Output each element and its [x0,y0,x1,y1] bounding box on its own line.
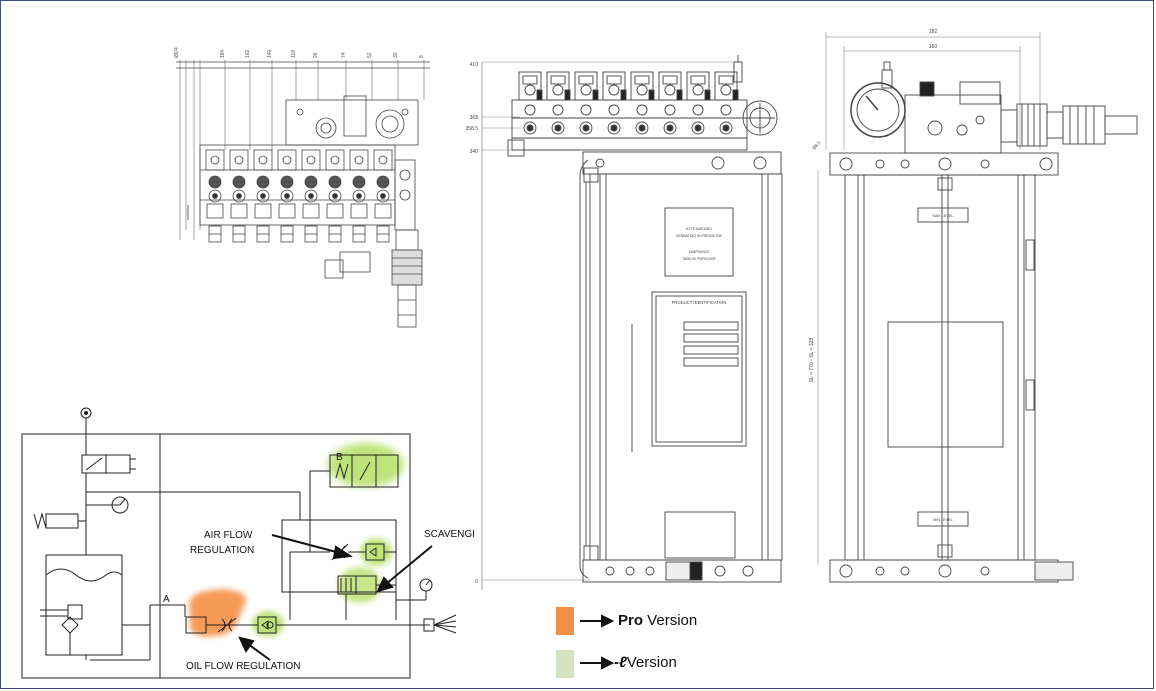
legend-pro-bold: Pro [618,612,644,629]
dim-368: 368 [470,115,479,121]
svg-text:162: 162 [245,49,251,58]
port-a-label: A [163,594,170,605]
svg-text:52: 52 [367,52,373,58]
legend-arrows [580,614,615,670]
legend-pro: Pro Version [618,612,697,629]
dim-sl: SL = 770 - SL = 328 [809,338,815,383]
svg-text:74: 74 [341,52,347,58]
svg-text:140: 140 [267,49,273,58]
legend-pro-rest: Version [643,612,698,629]
warning-line-2: SERBATOIO IN PRESSIONE [676,234,723,238]
svg-text:30: 30 [393,52,399,58]
dim-corner: Ø8.5 [811,140,822,151]
valve-block-drawing [176,60,430,328]
side-view-text: 182 160 SL = 770 - SL = 328 Ø8.5 MAX LEV… [809,29,954,522]
air-flow-label-line1: AIR FLOW [204,530,253,541]
dim-0: 0 [475,579,478,585]
scavenge-label: SCAVENGI [424,529,475,540]
product-id-label: PRODUCT IDENTIFICATION [672,300,727,305]
oil-flow-label: OIL FLOW REGULATION [186,661,301,672]
legend-l-rest: Version [626,654,677,671]
warning-line-3: WARNING! [689,249,710,254]
svg-text:184: 184 [220,49,226,58]
svg-text:8: 8 [419,55,425,58]
legend-pro-swatch [556,607,574,635]
max-level-label: MAX LEVEL [932,214,953,218]
dim-160: 160 [929,44,938,50]
tank-side-view [817,32,1138,583]
pneumatic-schematic [21,407,457,679]
svg-text:96: 96 [313,52,319,58]
dim-410: 410 [470,62,479,68]
tank-front-view [481,55,783,590]
warning-line-1: ATTENZIONE! [686,226,712,231]
port-b-label: B [336,452,343,463]
valve-dim-text: Ø6/4 184 162 140 118 96 74 52 30 8 [174,47,425,58]
front-view-text: 410 368 358.5 340 0 ATTENZIONE! SERBATOI… [465,62,726,585]
min-level-label: MIN LEVEL [933,518,953,522]
air-flow-label-line2: REGULATION [190,545,255,556]
svg-text:Ø6/4: Ø6/4 [174,47,180,58]
dim-340: 340 [470,149,479,155]
legend-l: -ℓVersion [614,654,677,671]
svg-text:118: 118 [291,50,297,58]
dim-182: 182 [929,29,938,35]
warning-line-4: TANK IN PRESSURE [682,257,716,261]
legend-l-swatch [556,650,574,678]
legend-l-bold: -ℓ [614,654,627,671]
dim-358-5: 358.5 [465,126,478,132]
